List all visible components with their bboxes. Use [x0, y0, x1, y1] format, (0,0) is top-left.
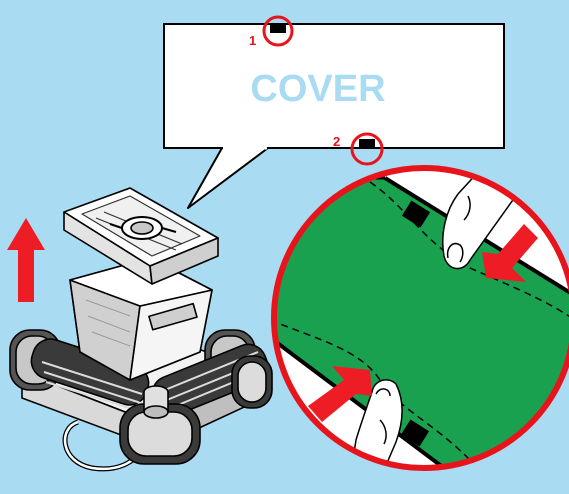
- clip-tab-icon: [270, 24, 286, 33]
- marker-1-label: 1: [249, 33, 256, 48]
- marker-2-label: 2: [333, 134, 340, 149]
- cover-label: COVER: [250, 68, 385, 110]
- clip-tab-icon: [359, 139, 375, 148]
